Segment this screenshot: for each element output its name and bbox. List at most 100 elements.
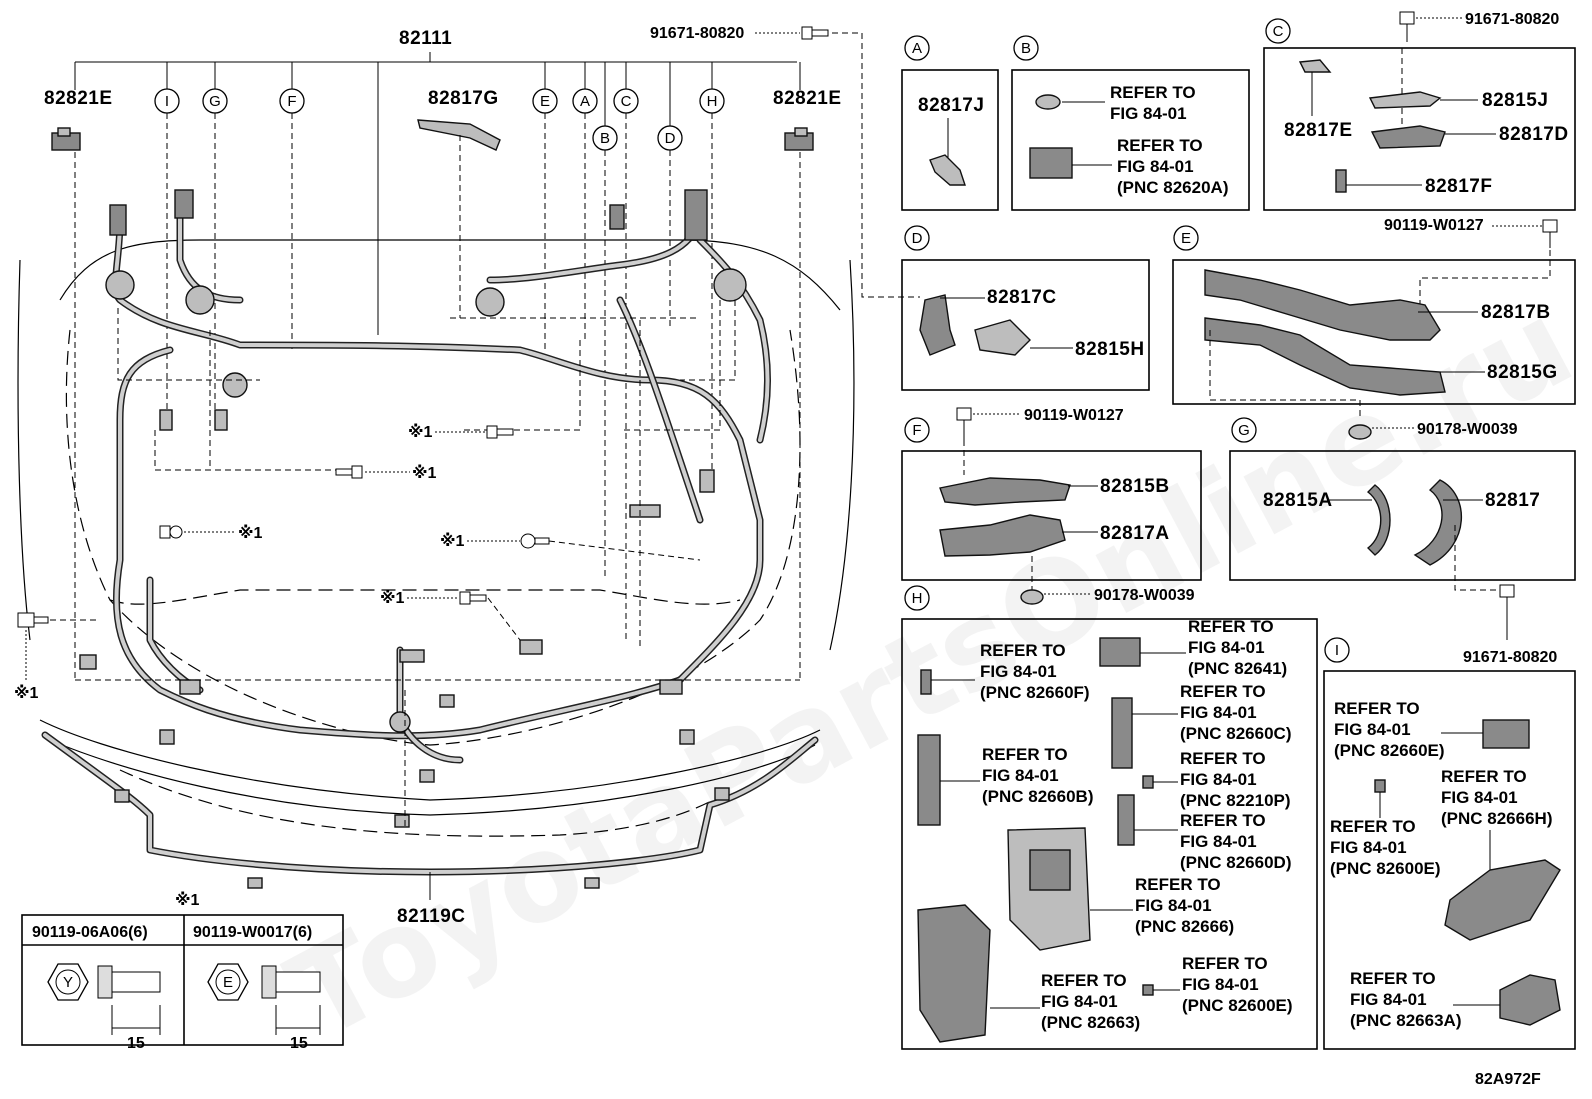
svg-text:(PNC 82666H): (PNC 82666H) [1441,809,1553,828]
svg-text:C: C [1273,23,1284,40]
svg-text:※1: ※1 [380,589,405,607]
callout-H: H [699,62,725,470]
svg-text:FIG 84-01: FIG 84-01 [1135,896,1212,915]
svg-text:(PNC 82620A): (PNC 82620A) [1117,178,1229,197]
svg-text:REFER TO: REFER TO [1441,767,1527,786]
svg-text:91671-80820: 91671-80820 [1465,11,1559,28]
svg-text:FIG 84-01: FIG 84-01 [1330,838,1407,857]
svg-text:※1: ※1 [440,532,465,550]
note-bolt-1: ※1 [408,423,514,441]
svg-text:REFER TO: REFER TO [1182,954,1268,973]
note-bolt-5: ※1 [380,589,521,641]
svg-text:FIG 84-01: FIG 84-01 [1117,157,1194,176]
panel-I: I REFER TO FIG 84-01 (PNC 82660E) REFER … [1323,637,1576,1050]
svg-text:D: D [912,230,923,247]
svg-text:90119-W0127: 90119-W0127 [1024,407,1124,424]
note-bolt-6: ※1 [14,612,100,702]
svg-text:A: A [912,40,922,57]
svg-text:90119-W0127: 90119-W0127 [1384,217,1484,234]
svg-text:REFER TO: REFER TO [1350,969,1436,988]
label-right-82821E: 82821E [773,88,842,109]
svg-text:82815G: 82815G [1487,362,1558,383]
callout-B: B [592,62,618,580]
svg-text:(PNC 82600E): (PNC 82600E) [1182,996,1293,1015]
svg-text:F: F [287,93,296,110]
svg-text:D: D [665,130,676,147]
svg-text:※1: ※1 [175,891,200,909]
svg-text:82815A: 82815A [1263,490,1333,511]
svg-text:E: E [223,974,233,991]
panel-F: F 90119-W0127 82815B 82817A 90178-W0039 [901,407,1202,605]
svg-text:(PNC 82660D): (PNC 82660D) [1180,853,1292,872]
svg-text:I: I [165,93,169,110]
svg-text:FIG 84-01: FIG 84-01 [1188,638,1265,657]
panel-G: G 82815A 82817 91671-80820 [1229,417,1576,666]
bracket-82817G-part [417,119,501,151]
svg-text:(PNC 82210P): (PNC 82210P) [1180,791,1291,810]
svg-text:(PNC 82660B): (PNC 82660B) [982,787,1094,806]
panel-C: C 91671-80820 82817E 82815J 82817D 82817… [1263,11,1576,211]
svg-text:82817A: 82817A [1100,523,1170,544]
svg-text:FIG 84-01: FIG 84-01 [980,662,1057,681]
svg-text:82817J: 82817J [918,95,984,116]
svg-text:82817E: 82817E [1284,120,1353,141]
svg-text:82817: 82817 [1485,490,1540,511]
svg-text:※1: ※1 [14,684,39,702]
svg-text:FIG 84-01: FIG 84-01 [1041,992,1118,1011]
svg-text:※1: ※1 [408,423,433,441]
svg-text:Y: Y [63,974,73,991]
svg-text:B: B [1021,40,1031,57]
svg-text:H: H [912,590,923,607]
callout-F: F [279,62,305,350]
svg-text:15: 15 [127,1035,145,1052]
svg-text:F: F [912,422,921,439]
panel-H: H REFER TO FIG 84-01 (PNC 82641) REFER T… [901,585,1318,1050]
svg-text:G: G [1238,422,1250,439]
svg-text:REFER TO: REFER TO [1180,682,1266,701]
svg-text:82815B: 82815B [1100,476,1170,497]
svg-text:REFER TO: REFER TO [1180,749,1266,768]
bolt-table-part-2: 90119-W0017(6) [193,924,312,941]
bolt-head-y-icon: Y [47,963,89,1001]
svg-text:82815H: 82815H [1075,339,1145,360]
callout-D: D [657,62,683,330]
svg-text:(PNC 82660E): (PNC 82660E) [1334,741,1445,760]
svg-text:82815J: 82815J [1482,90,1548,111]
callout-I: I [154,62,180,430]
svg-text:FIG 84-01: FIG 84-01 [1180,832,1257,851]
svg-text:91671-80820: 91671-80820 [1463,649,1557,666]
svg-text:(PNC 82663A): (PNC 82663A) [1350,1011,1462,1030]
note-bolt-3: ※1 [159,524,263,542]
svg-text:FIG 84-01: FIG 84-01 [1441,788,1518,807]
svg-text:FIG 84-01: FIG 84-01 [1110,104,1187,123]
svg-text:REFER TO: REFER TO [1135,875,1221,894]
svg-text:(PNC 82660F): (PNC 82660F) [980,683,1090,702]
bolt-table-part-1: 90119-06A06(6) [32,924,148,941]
note-bolt-4: ※1 [440,532,701,561]
svg-text:FIG 84-01: FIG 84-01 [982,766,1059,785]
svg-text:※1: ※1 [412,464,437,482]
svg-text:FIG 84-01: FIG 84-01 [1350,990,1427,1009]
svg-text:FIG 84-01: FIG 84-01 [1334,720,1411,739]
label-82817G: 82817G [428,88,499,109]
svg-text:(PNC 82666): (PNC 82666) [1135,917,1234,936]
svg-text:(PNC 82641): (PNC 82641) [1188,659,1287,678]
callout-G: G [202,62,228,420]
callout-C: C [613,62,639,640]
svg-text:(PNC 82660C): (PNC 82660C) [1180,724,1292,743]
svg-text:82817C: 82817C [987,287,1057,308]
right-clamp-part [784,127,814,151]
svg-text:REFER TO: REFER TO [1334,699,1420,718]
bolt-table: ※1 90119-06A06(6) 90119-W0017(6) Y 15 [21,891,344,1052]
svg-text:C: C [621,93,632,110]
svg-text:G: G [209,93,221,110]
panel-A: A 82817J [901,35,999,211]
svg-text:REFER TO: REFER TO [1117,136,1203,155]
svg-text:FIG 84-01: FIG 84-01 [1182,975,1259,994]
callout-E: E [532,62,558,350]
callout-A: A [572,62,598,340]
svg-text:82817B: 82817B [1481,302,1551,323]
svg-text:FIG 84-01: FIG 84-01 [1180,770,1257,789]
